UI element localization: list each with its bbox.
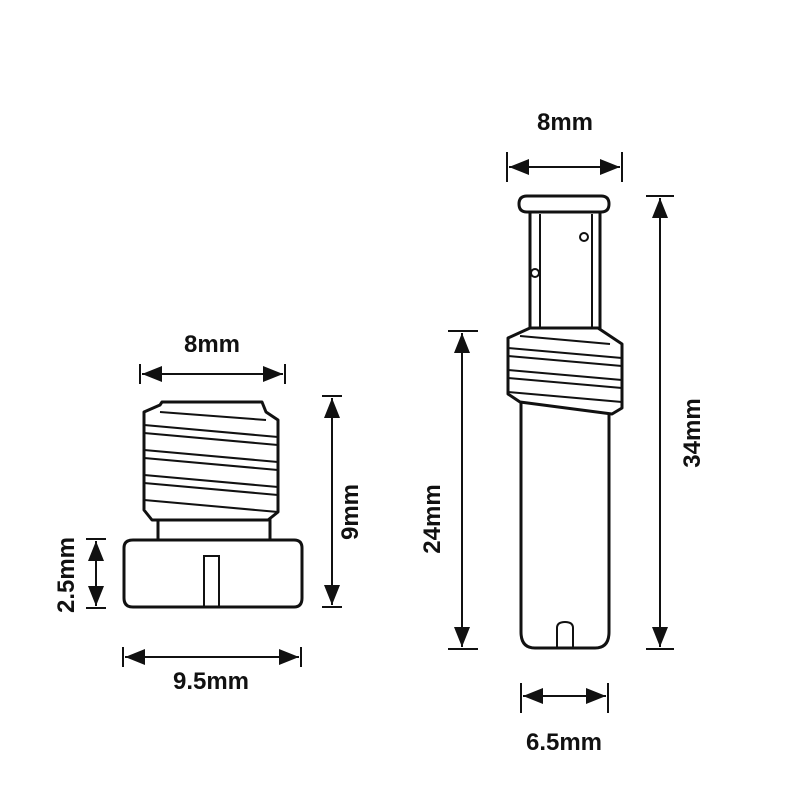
right-pin-hole-lower [530,268,540,278]
left-dim-head-width: 9.5mm [122,647,302,695]
left-dim-top-width: 8mm [139,331,286,384]
left-screw-head [122,538,304,609]
right-pin-slot [556,620,574,648]
left-dim-head-width-label: 9.5mm [173,668,249,695]
right-dim-total-length-label: 34mm [679,398,706,467]
right-dim-thread-length-label: 24mm [419,484,446,553]
right-pin-upper-shaft [528,210,602,336]
left-screw-slot [203,555,220,607]
left-dim-head-height-label: 2.5mm [53,537,80,613]
left-dim-total-height-label: 9mm [337,484,364,540]
left-screw-thread-ridges [143,411,279,513]
right-pin-hole-upper [579,232,589,242]
right-pin-cap [517,194,611,214]
left-screw [122,400,304,609]
right-pin-thread-ridges [507,335,623,403]
right-dim-top-width-label: 8mm [537,109,593,136]
right-dim-shaft-width: 6.5mm [520,683,609,756]
left-dim-head-height: 2.5mm [53,537,106,613]
right-dim-shaft-width-label: 6.5mm [526,729,602,756]
right-dim-top-width: 8mm [506,109,623,182]
right-dim-total-length: 34mm [646,195,706,650]
right-pin-lower-shaft [519,398,611,650]
right-dim-thread-length: 24mm [419,330,478,650]
left-dim-total-height: 9mm [322,395,364,608]
left-dim-top-width-label: 8mm [184,331,240,358]
right-pin [506,194,624,650]
